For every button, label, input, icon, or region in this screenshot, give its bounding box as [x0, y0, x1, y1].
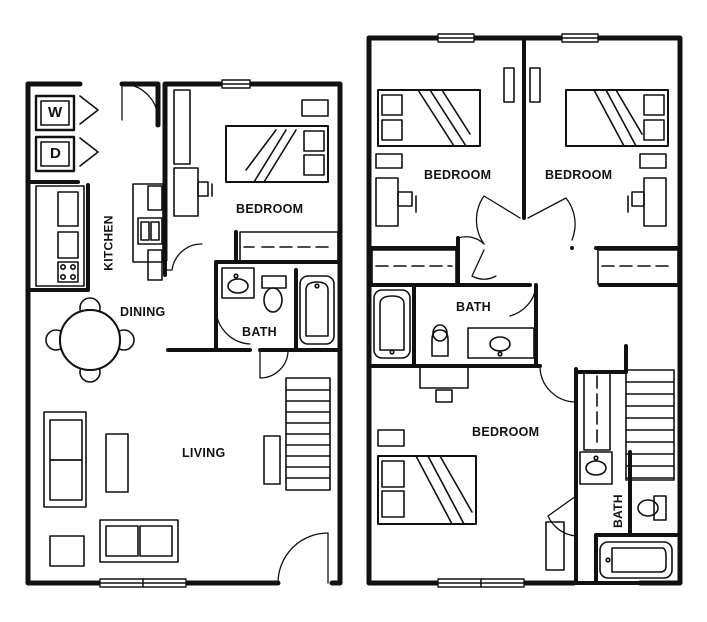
kitchen-counters — [35, 183, 164, 287]
second-floor-center-bath-fixtures — [373, 289, 535, 403]
first-floor-stairs — [285, 377, 331, 491]
first-floor-windows — [99, 79, 251, 588]
first-floor — [25, 79, 343, 588]
washer-label: W — [48, 104, 63, 121]
living-furniture — [43, 411, 281, 567]
dining-label: DINING — [120, 305, 166, 319]
second-floor-outer-walls — [366, 35, 683, 586]
first-floor-doors — [121, 83, 329, 584]
first-floor-outer-walls — [25, 81, 343, 586]
second-floor-closets — [371, 67, 679, 451]
second-floor-bedroom-right-furniture — [565, 89, 669, 227]
second-floor-master-bath-label: BATH — [610, 494, 625, 528]
second-floor-master-bedroom-label: BEDROOM — [472, 425, 540, 439]
first-floor-bedroom-furniture — [173, 89, 339, 263]
second-floor-master-bedroom-furniture — [377, 429, 565, 571]
second-floor — [366, 33, 683, 588]
second-floor-center-bath-label: BATH — [456, 300, 491, 314]
second-floor-bedroom-left-furniture — [375, 89, 481, 227]
kitchen-label: KITCHEN — [101, 215, 116, 271]
second-floor-bedroom-right-label: BEDROOM — [545, 168, 613, 182]
dryer-label: D — [50, 145, 62, 162]
first-floor-bath-fixtures — [221, 267, 335, 345]
second-floor-windows — [437, 33, 599, 588]
dining-table — [45, 297, 135, 383]
second-floor-stairs — [625, 369, 675, 481]
washer-dryer-closet — [34, 94, 99, 173]
living-label: LIVING — [182, 446, 226, 460]
first-floor-bath-label: BATH — [242, 325, 277, 339]
first-floor-bedroom-label: BEDROOM — [236, 202, 304, 216]
second-floor-bedroom-left-label: BEDROOM — [424, 168, 492, 182]
second-floor-master-bath-fixtures — [579, 451, 673, 579]
second-floor-doors — [457, 195, 577, 537]
